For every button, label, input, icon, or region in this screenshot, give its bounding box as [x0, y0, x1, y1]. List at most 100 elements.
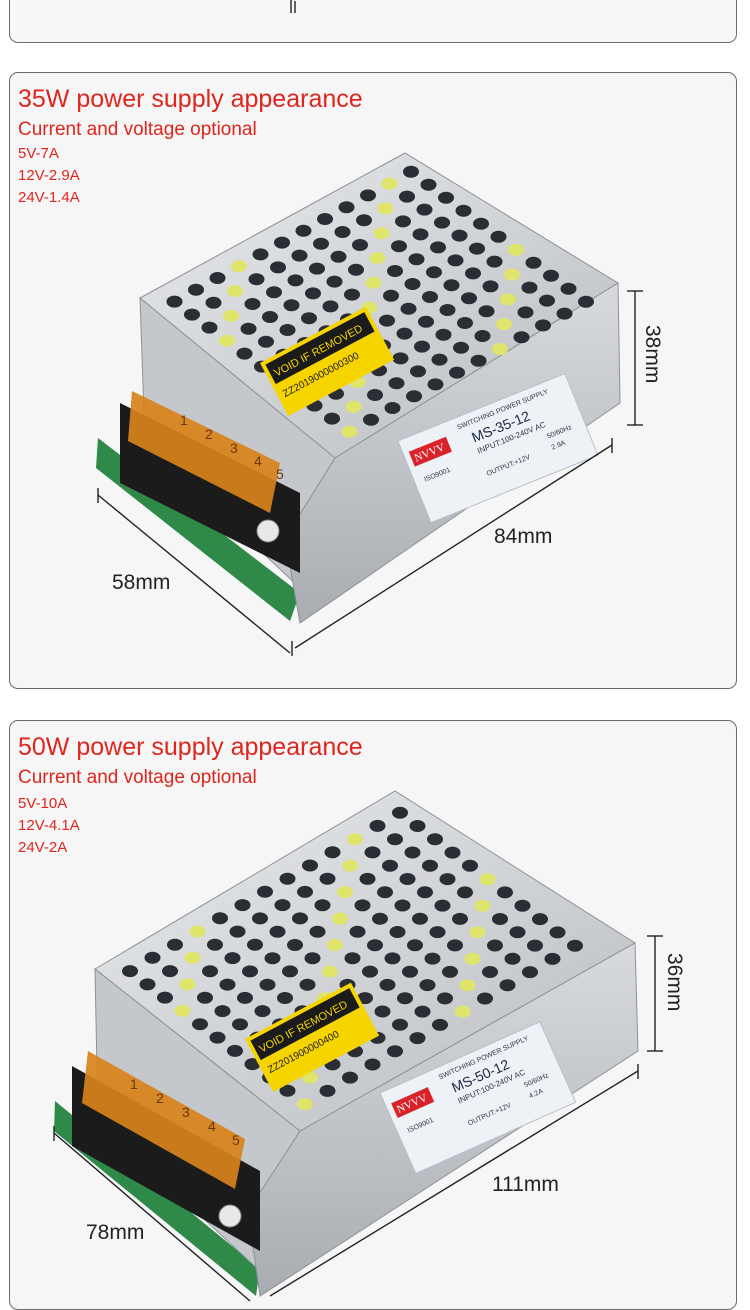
vent-hole — [341, 425, 358, 438]
vent-hole — [424, 952, 441, 965]
vent-hole — [345, 400, 362, 413]
vent-hole — [504, 268, 520, 281]
vent-hole — [543, 269, 559, 282]
dimension-lines — [53, 935, 663, 1302]
vent-hole — [388, 377, 405, 390]
terminal-number: 5 — [276, 466, 284, 482]
vent-hole — [231, 260, 247, 273]
vent-hole — [477, 992, 493, 1005]
vent-hole — [578, 295, 594, 308]
section-subtitle: Current and voltage optional — [18, 767, 257, 788]
vent-hole — [462, 859, 478, 872]
vent-hole — [387, 265, 403, 277]
vent-hole — [377, 886, 393, 899]
vent-hole — [392, 1018, 408, 1031]
vent-hole — [409, 820, 426, 832]
vent-hole — [399, 873, 416, 885]
vent-hole — [408, 253, 425, 266]
vent-hole — [412, 228, 429, 241]
vent-hole — [282, 965, 298, 978]
vent-hole — [122, 965, 138, 978]
vent-hole — [508, 243, 524, 256]
vent-hole — [302, 859, 318, 872]
vent-hole — [521, 281, 538, 294]
option-5v: 5V-10A — [18, 795, 68, 812]
length-dimension: 111mm — [492, 1173, 559, 1196]
vent-hole — [449, 366, 465, 379]
vent-hole — [223, 309, 239, 322]
vent-hole — [188, 283, 204, 296]
vent-hole — [430, 241, 446, 254]
vent-hole — [189, 925, 206, 938]
vent-hole — [305, 287, 321, 300]
length-dimension: 84mm — [494, 525, 553, 548]
vent-hole — [532, 913, 548, 926]
vent-hole — [232, 1018, 248, 1031]
vent-hole — [317, 213, 333, 225]
vent-hole — [478, 305, 495, 318]
vent-hole — [322, 965, 338, 978]
vent-hole — [287, 939, 303, 951]
vent-hole — [418, 315, 434, 328]
vent-hole — [324, 846, 341, 859]
vent-hole — [387, 833, 403, 846]
vent-hole — [201, 321, 218, 334]
vent-hole — [387, 1045, 403, 1058]
vent-hole — [319, 872, 336, 885]
vent-hole — [227, 285, 243, 297]
vent-hole — [367, 389, 383, 401]
vent-hole — [414, 1005, 431, 1018]
vent-hole — [397, 992, 413, 1005]
vent-hole — [389, 926, 406, 938]
vent-hole — [432, 1018, 448, 1031]
vent-hole — [330, 250, 347, 263]
vent-hole — [266, 286, 282, 299]
vent-hole — [465, 267, 481, 280]
vent-hole — [229, 925, 246, 938]
vent-hole — [258, 335, 274, 348]
vent-hole — [279, 1084, 296, 1097]
vent-hole — [383, 289, 399, 302]
vent-hole — [369, 819, 386, 832]
height-dimension: 36mm — [663, 953, 686, 1012]
vent-hole — [402, 965, 418, 978]
vent-hole — [504, 952, 521, 965]
vent-hole — [496, 318, 512, 331]
vent-hole — [447, 254, 464, 267]
dimension-lines — [97, 290, 643, 656]
vent-hole — [270, 261, 286, 274]
vent-hole — [522, 966, 538, 979]
vent-hole — [469, 926, 486, 939]
vent-hole — [214, 1005, 231, 1018]
vent-hole — [299, 978, 316, 991]
vent-hole — [427, 378, 444, 391]
vent-hole — [157, 991, 173, 1004]
vent-hole — [482, 966, 498, 978]
vent-hole — [451, 229, 468, 242]
vent-hole — [179, 978, 196, 991]
vent-hole — [377, 202, 394, 215]
vent-hole — [404, 846, 421, 859]
vent-hole — [240, 322, 257, 335]
vent-hole — [392, 806, 408, 819]
vent-hole — [209, 1031, 226, 1044]
vent-hole — [309, 262, 325, 275]
vent-hole — [344, 952, 361, 965]
vent-hole — [419, 979, 436, 992]
vent-hole — [525, 256, 542, 269]
vent-hole — [556, 307, 573, 320]
vent-hole — [252, 248, 269, 261]
terminal-number: 2 — [156, 1090, 164, 1106]
vent-hole — [219, 334, 235, 347]
terminal-number: 1 — [180, 412, 188, 428]
vent-hole — [391, 240, 407, 253]
vent-hole — [236, 347, 253, 360]
section-title: 35W power supply appearance — [18, 85, 363, 113]
vent-hole — [407, 939, 423, 952]
vent-hole — [367, 939, 383, 952]
vent-hole — [205, 296, 222, 309]
vent-hole — [457, 317, 473, 329]
vent-hole — [474, 899, 491, 912]
vent-hole — [403, 165, 419, 178]
vent-hole — [326, 275, 343, 288]
